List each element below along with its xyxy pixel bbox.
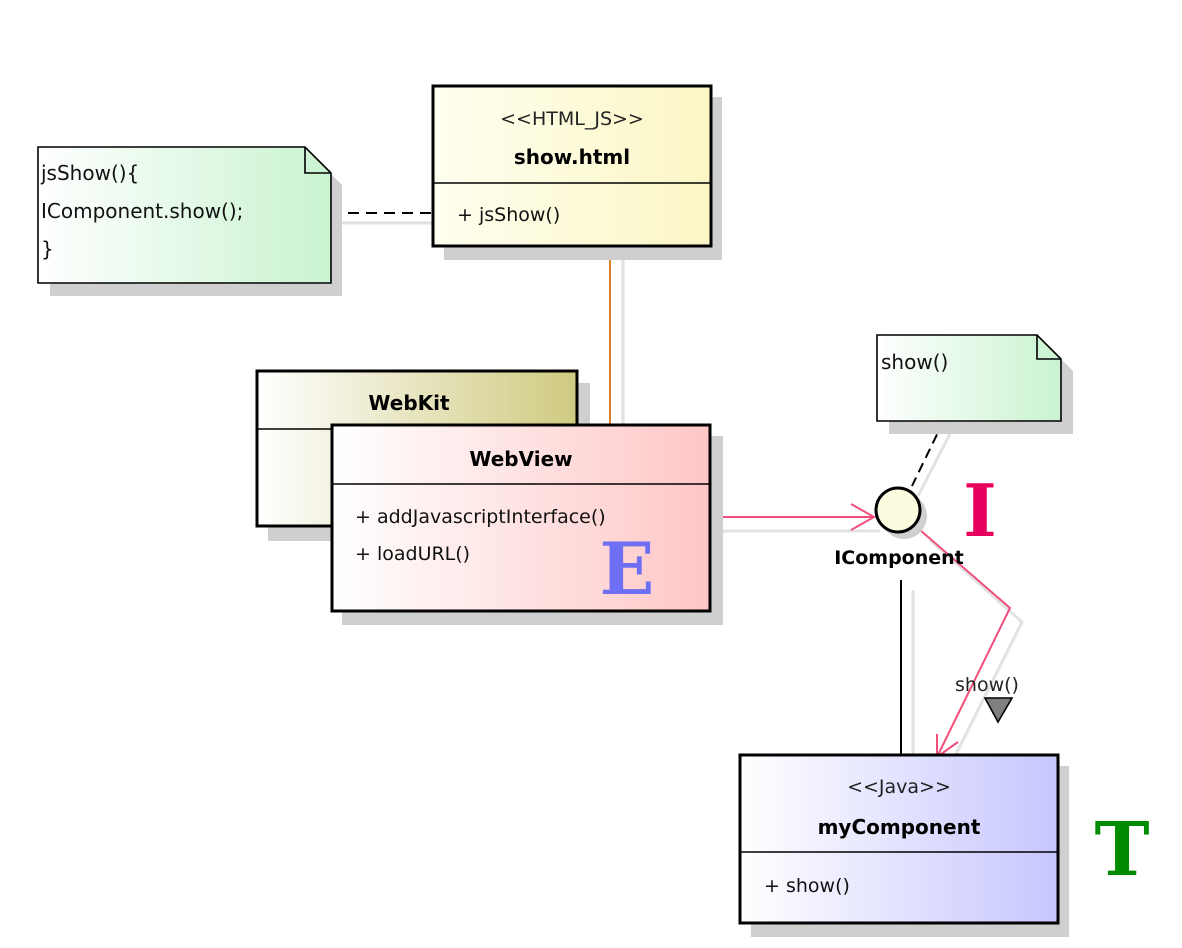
note-show-text: show() [881, 350, 948, 374]
show-html-stereotype: <<HTML_JS>> [500, 108, 644, 130]
note-to-interface-connector [911, 419, 954, 497]
interface-realization-line [900, 580, 915, 768]
webview-operation-add-javascript-interface: + addJavascriptInterface() [355, 506, 606, 528]
interface-icomponent: IComponent [834, 486, 964, 569]
show-html-name: show.html [514, 145, 630, 169]
mycomponent-operation-show: + show() [764, 875, 850, 897]
interface-icomponent-label: IComponent [834, 547, 964, 569]
mycomponent-name: myComponent [818, 815, 981, 839]
message-direction-triangle-icon [983, 697, 1014, 724]
class-webview: WebView + addJavascriptInterface() + loa… [330, 423, 723, 625]
webview-name: WebView [469, 447, 572, 471]
webview-operation-load-url: + loadURL() [355, 543, 470, 565]
letter-i: I [963, 468, 997, 553]
letter-t: T [1094, 807, 1149, 893]
webkit-name: WebKit [368, 391, 450, 415]
webview-uses-interface-arrow [711, 503, 880, 533]
note-jsshow-line-3: } [41, 237, 54, 261]
mycomponent-stereotype: <<Java>> [847, 776, 951, 798]
message-show-label: show() [955, 674, 1019, 696]
class-show-html: <<HTML_JS>> show.html + jsShow() [431, 84, 722, 260]
show-html-to-webview-association [609, 246, 625, 438]
note-jsshow-line-2: IComponent.show(); [41, 199, 243, 223]
note-jsshow: jsShow(){ IComponent.show(); } [37, 146, 342, 296]
note-show: show() [876, 334, 1073, 434]
class-mycomponent: <<Java>> myComponent + show() [738, 753, 1069, 937]
show-html-operation-jsshow: + jsShow() [457, 204, 560, 226]
note-jsshow-line-1: jsShow(){ [40, 161, 139, 185]
letter-e: E [600, 526, 655, 611]
